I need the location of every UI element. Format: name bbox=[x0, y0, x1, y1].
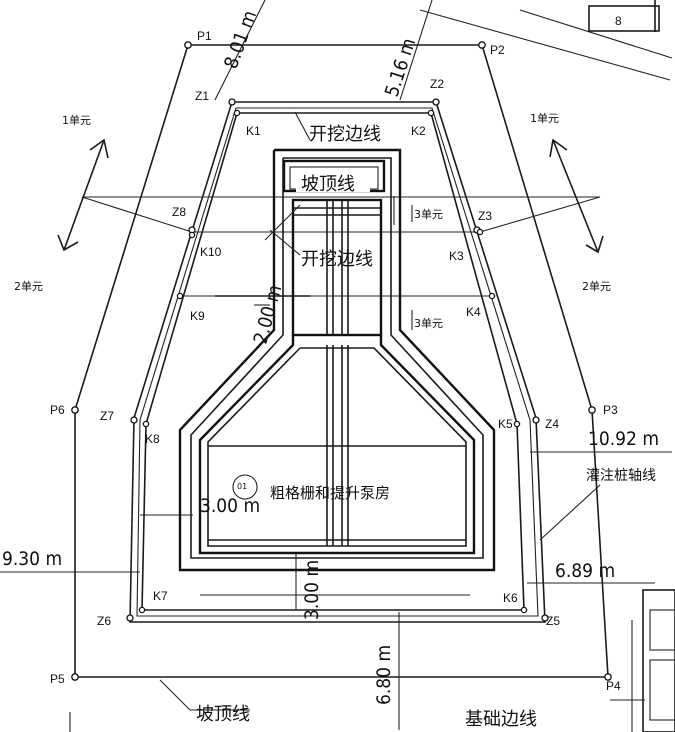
label-unit2-left: 2单元 bbox=[14, 280, 43, 293]
label-unit1-left: 1单元 bbox=[62, 114, 91, 127]
point-P1 bbox=[184, 41, 192, 49]
label-pile-axis: 灌注桩轴线 bbox=[586, 467, 656, 484]
dim-9-30: 9.30 m bbox=[2, 548, 62, 570]
label-Z8: Z8 bbox=[172, 205, 186, 219]
label-K1: K1 bbox=[246, 124, 261, 138]
label-K7: K7 bbox=[153, 589, 168, 603]
leader-slope-top-inner bbox=[264, 204, 301, 241]
point-K4 bbox=[488, 292, 496, 300]
unit-arrow-line-right bbox=[479, 196, 601, 233]
label-pump-house: 粗格栅和提升泵房 bbox=[270, 484, 390, 502]
dim-8-01: 8.01 m bbox=[220, 8, 261, 72]
label-unit2-right: 2单元 bbox=[582, 280, 611, 293]
point-K7 bbox=[138, 606, 146, 614]
point-K5 bbox=[513, 420, 521, 428]
label-unit3-bottom: 3单元 bbox=[414, 317, 443, 330]
label-K5: K5 bbox=[498, 417, 513, 431]
point-P6 bbox=[71, 406, 79, 414]
label-foundation-edge: 基础边线 bbox=[465, 709, 537, 730]
label-slope-top-bottom: 坡顶线 bbox=[196, 704, 250, 725]
site-edge-line bbox=[419, 9, 671, 81]
point-K6 bbox=[520, 606, 528, 614]
dim-line-5-16 bbox=[399, 0, 433, 101]
pump-marker-circle bbox=[232, 474, 258, 500]
point-Z1 bbox=[228, 98, 236, 106]
label-Z2: Z2 bbox=[430, 77, 444, 91]
label-K9: K9 bbox=[190, 309, 205, 323]
adjacent-building bbox=[642, 589, 675, 732]
label-P2: P2 bbox=[490, 43, 505, 57]
channel-inner bbox=[291, 198, 383, 337]
point-Z6 bbox=[126, 614, 134, 622]
point-K9 bbox=[176, 292, 184, 300]
channel-outer-wall bbox=[178, 148, 496, 572]
site-edge-line-2 bbox=[519, 9, 673, 59]
point-P2 bbox=[478, 41, 486, 49]
label-slope-top-inner: 坡顶线 bbox=[301, 174, 355, 195]
adjacent-building-room-2 bbox=[649, 659, 675, 721]
label-P4: P4 bbox=[606, 679, 621, 693]
dim-3-00-a: 3.00 m bbox=[200, 495, 260, 517]
label-unit1-right: 1单元 bbox=[530, 112, 559, 125]
unit-arrow-right bbox=[552, 139, 599, 253]
channel-wall-line bbox=[190, 157, 484, 559]
label-Z7: Z7 bbox=[100, 409, 114, 423]
point-P3 bbox=[588, 406, 596, 414]
label-excavation-top: 开挖边线 bbox=[309, 124, 381, 145]
unit-arrowhead-right-bottom bbox=[585, 235, 604, 254]
leader-slope-top bbox=[159, 679, 191, 711]
point-K8 bbox=[142, 420, 150, 428]
label-P5: P5 bbox=[50, 672, 65, 686]
label-Z1: Z1 bbox=[195, 89, 209, 103]
dim-line-8-01 bbox=[214, 0, 266, 101]
pump-house-wall-inner bbox=[207, 347, 467, 547]
dim-3-00-b: 3.00 m bbox=[301, 560, 323, 620]
label-pump-code: 01 bbox=[237, 482, 247, 491]
pile-axis-inner-line bbox=[136, 107, 539, 617]
unit-arrowhead-left-bottom bbox=[57, 234, 79, 252]
label-excavation-mid: 开挖边线 bbox=[301, 249, 373, 270]
label-K6: K6 bbox=[503, 591, 518, 605]
leader-excavation-top bbox=[294, 111, 311, 141]
label-Z5: Z5 bbox=[546, 614, 560, 628]
unit-arrow-left bbox=[63, 139, 105, 251]
unit-arrowhead-left-top bbox=[89, 138, 109, 159]
label-P6: P6 bbox=[50, 403, 65, 417]
point-Z2 bbox=[432, 98, 440, 106]
label-Z6: Z6 bbox=[97, 614, 111, 628]
label-unit3-top: 3单元 bbox=[414, 208, 443, 221]
point-K10 bbox=[188, 231, 196, 239]
point-P5 bbox=[71, 673, 79, 681]
pump-house-wall bbox=[198, 335, 476, 555]
point-K3 bbox=[476, 228, 484, 236]
label-P3: P3 bbox=[603, 403, 618, 417]
leader-pile-axis bbox=[539, 484, 601, 541]
dim-10-92: 10.92 m bbox=[588, 428, 659, 450]
label-K8: K8 bbox=[145, 432, 160, 446]
label-K2: K2 bbox=[411, 124, 426, 138]
label-K4: K4 bbox=[466, 305, 481, 319]
point-Z4 bbox=[532, 416, 540, 424]
point-P4 bbox=[604, 673, 612, 681]
point-K1 bbox=[233, 109, 241, 117]
adjacent-building-room bbox=[649, 609, 675, 651]
unit-arrowhead-right-top bbox=[549, 138, 568, 158]
label-P1: P1 bbox=[197, 29, 212, 43]
point-K2 bbox=[427, 109, 435, 117]
label-K3: K3 bbox=[449, 249, 464, 263]
unit-arrow-line-left bbox=[81, 196, 193, 233]
leader-excavation-mid bbox=[269, 229, 301, 256]
label-Z3: Z3 bbox=[478, 209, 492, 223]
label-K10: K10 bbox=[200, 245, 222, 259]
point-Z7 bbox=[130, 416, 138, 424]
dim-6-89: 6.89 m bbox=[555, 560, 615, 582]
label-Z4: Z4 bbox=[545, 417, 559, 431]
point-Z5 bbox=[541, 614, 549, 622]
label-building-no: 8 bbox=[615, 14, 622, 28]
building-box bbox=[588, 5, 660, 32]
dim-6-80: 6.80 m bbox=[373, 645, 395, 705]
label-bg-slope bbox=[296, 172, 370, 192]
